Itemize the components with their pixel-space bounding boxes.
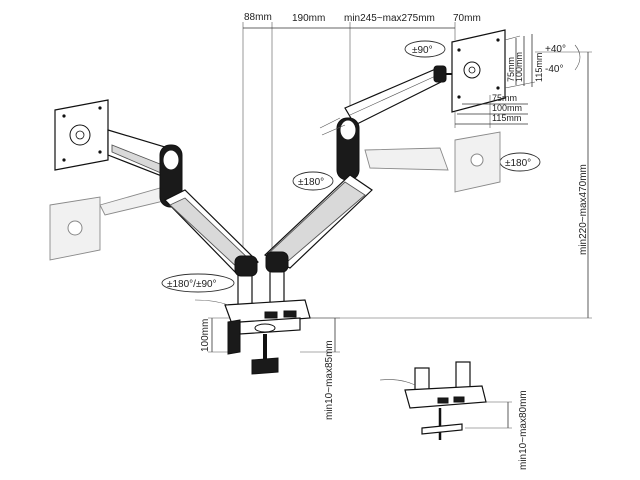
left-arm (49, 99, 259, 276)
tilt-down: -40° (545, 64, 563, 75)
rotation-180-90: ±180°/±90° (161, 273, 235, 293)
rotation-180-right: ±180° (499, 152, 541, 172)
dim-88mm: 88mm (244, 12, 272, 23)
svg-text:±180°: ±180° (505, 158, 531, 169)
dim-clamp-range: min10~max85mm (324, 340, 335, 420)
rotation-90-label: ±90° (404, 40, 446, 58)
svg-text:±180°/±90°: ±180°/±90° (167, 279, 217, 290)
dim-grommet-range: min10~max80mm (518, 390, 529, 470)
svg-text:±90°: ±90° (412, 45, 433, 56)
vesa-115-horizontal: 115mm (492, 113, 521, 123)
dim-height-range: min220~max470mm (578, 164, 589, 255)
right-arm (263, 65, 501, 269)
vesa-100-vertical: 100mm (514, 52, 524, 82)
dim-range-top: min245~max275mm (344, 13, 435, 24)
vesa-plate-top (451, 29, 536, 128)
svg-text:±180°: ±180° (298, 177, 324, 188)
dimension-lines (208, 22, 592, 429)
tilt-up: +40° (545, 44, 566, 55)
dim-70mm: 70mm (453, 13, 481, 24)
vesa-115-vertical: 115mm (534, 53, 544, 82)
vesa-75-vertical: 75mm (506, 57, 516, 82)
pole-and-clamp (194, 251, 311, 375)
rotation-180-mid: ±180° (292, 171, 334, 191)
vesa-75-horizontal: 75mm (492, 93, 517, 103)
dim-clamp-100mm: 100mm (200, 319, 211, 352)
grommet-mount (379, 361, 487, 440)
dim-190mm: 190mm (292, 13, 325, 24)
tilt-label: +40° -40° (545, 44, 581, 75)
vesa-100-horizontal: 100mm (492, 103, 522, 113)
